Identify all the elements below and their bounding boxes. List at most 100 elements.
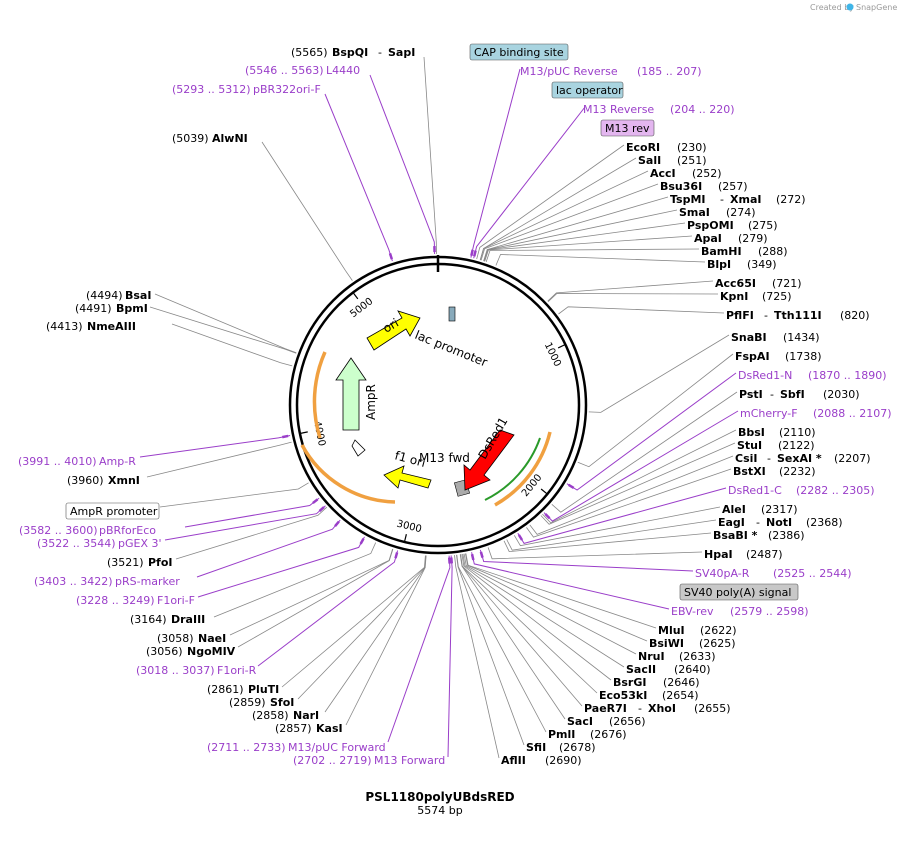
plasmid-length: 5574 bp: [417, 804, 462, 817]
map-label-pmli-pos: (2676): [590, 728, 627, 741]
primer-site-mark: [282, 434, 289, 439]
enzyme-leader-line: [483, 222, 686, 262]
enzyme-leader-line: [487, 547, 703, 560]
map-label-dsred1c: DsRed1-C: [728, 484, 782, 497]
map-label-sfii-pos: (2678): [559, 741, 596, 754]
map-label-noti-dash: -: [756, 516, 760, 529]
enzyme-leader-line: [146, 441, 292, 478]
map-label-nmeaiii-pos: (4413): [46, 320, 83, 333]
map-label-dsred1c-pos: (2282 .. 2305): [796, 484, 875, 497]
primer-site-mark: [334, 520, 340, 527]
map-label-xhoi-dash: -: [638, 702, 642, 715]
enzyme-leader-line: [547, 280, 714, 302]
lac-operator-label: lac operator: [556, 84, 623, 97]
enzyme-leader-line: [551, 391, 738, 513]
map-label-sacii: SacII: [626, 663, 656, 676]
map-label-dsred1n-pos: (1870 .. 1890): [808, 369, 887, 382]
enzyme-leader-line: [513, 506, 721, 547]
enzyme-leader-line: [542, 429, 737, 524]
map-label-xhoi: XhoI: [648, 702, 676, 715]
enzyme-leader-line: [261, 141, 353, 281]
enzyme-leader-line: [529, 455, 734, 535]
map-label-snabi-pos: (1434): [783, 331, 820, 344]
map-label-nari: NarI: [293, 709, 319, 722]
map-label-sapi: SapI: [388, 46, 415, 59]
map-label-noti-pos: (2368): [806, 516, 843, 529]
map-label-l4440: L4440: [326, 64, 360, 77]
map-label-sali-pos: (251): [677, 154, 707, 167]
map-label-acc65i-pos: (721): [772, 277, 802, 290]
map-label-alwni-pos: (5039): [172, 132, 209, 145]
enzyme-leader-line: [506, 519, 717, 551]
map-label-prs-pos: (3403 .. 3422): [34, 575, 113, 588]
ampr-promoter-box: [65, 502, 160, 520]
map-label-sapi-dash: -: [378, 46, 382, 59]
map-label-bsabi: BsaBI *: [713, 529, 758, 542]
primer-site-mark: [470, 553, 475, 561]
enzyme-leader-line: [159, 482, 309, 508]
primer-leader-line: [517, 487, 727, 544]
map-label-acci: AccI: [650, 167, 676, 180]
map-label-m13-rev-p-pos: (204 .. 220): [670, 103, 735, 116]
map-label-ampr: Amp-R: [99, 455, 136, 468]
map-label-aflii-pos: (2690): [545, 754, 582, 767]
enzyme-leader-line: [485, 248, 700, 263]
map-label-bpmi-pos: (4491): [75, 302, 112, 315]
map-label-tth111i: Tth111I: [774, 309, 822, 322]
map-label-pflfi: PflFI: [726, 309, 754, 322]
ampr-label: AmpR: [364, 384, 378, 420]
enzyme-leader-line: [463, 553, 637, 655]
map-label-bsrgi-pos: (2646): [663, 676, 700, 689]
map-label-psti: PstI: [739, 388, 763, 401]
enzyme-leader-line: [461, 554, 612, 681]
map-label-alwni: AlwNI: [212, 132, 248, 145]
ampr-feature: [335, 357, 367, 431]
primer-leader-line: [471, 552, 670, 610]
map-label-bbsi-pos: (2110): [779, 426, 816, 439]
map-label-pgex-pos: (3522 .. 3544): [37, 537, 116, 550]
map-label-bamhi-pos: (288): [758, 245, 788, 258]
primer-site-mark: [517, 534, 524, 541]
map-label-fspai-pos: (1738): [785, 350, 822, 363]
map-label-apai: ApaI: [694, 232, 722, 245]
map-label-kpni: KpnI: [720, 290, 748, 303]
ampr-promoter-feature: [351, 439, 366, 457]
primer-leader-line: [447, 555, 453, 758]
primer-site-mark: [473, 250, 477, 257]
map-label-bpmi: BpmI: [116, 302, 148, 315]
map-label-tth111i-pos: (820): [840, 309, 870, 322]
map-label-m13-rev-p: M13 Reverse: [583, 103, 654, 116]
map-label-sali: SalI: [638, 154, 661, 167]
map-label-sexai-dash: -: [767, 452, 771, 465]
primer-site-mark: [544, 513, 551, 520]
credit-brand: SnapGene: [856, 3, 897, 12]
map-label-eagi: EagI: [718, 516, 745, 529]
ori-feature: [366, 310, 421, 351]
scale-tick-label: 2000: [520, 472, 545, 499]
map-label-nrui-pos: (2633): [679, 650, 716, 663]
map-label-pbrforeco-pos: (3582 .. 3600): [19, 524, 98, 537]
map-label-ampr-pos: (3991 .. 4010): [18, 455, 97, 468]
lac-promoter-label: lac promoter: [413, 328, 489, 370]
cap-site-label: CAP binding site: [474, 46, 564, 59]
map-label-pbrforeco: pBRforEco: [99, 524, 156, 537]
primer-leader-line: [184, 497, 320, 528]
primer-site-mark: [318, 506, 325, 512]
map-label-sexai-pos: (2207): [834, 452, 871, 465]
map-label-sbfi-pos: (2030): [823, 388, 860, 401]
map-label-acci-pos: (252): [692, 167, 722, 180]
snapgene-logo-icon: [846, 3, 854, 11]
lac-operator-box: [551, 81, 624, 99]
map-label-stui: StuI: [737, 439, 762, 452]
map-label-acc65i: Acc65I: [715, 277, 756, 290]
scale-tick-label: 3000: [395, 519, 422, 536]
map-label-pluti: PluTI: [248, 683, 279, 696]
enzyme-leader-line: [495, 254, 706, 266]
map-label-tth-dash: -: [764, 309, 768, 322]
map-label-bsai: BsaI: [125, 289, 151, 302]
m13-rev-label: M13 rev: [605, 122, 650, 135]
map-label-f1orir-pos: (3018 .. 3037): [136, 664, 215, 677]
enzyme-leader-line: [175, 506, 328, 560]
primer-site-mark: [450, 557, 454, 564]
